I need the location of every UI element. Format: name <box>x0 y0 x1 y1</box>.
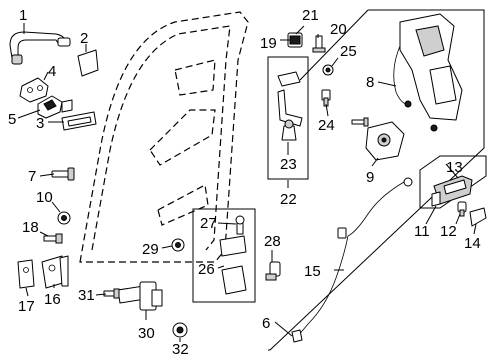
callout-18: 18 <box>22 219 39 236</box>
group-box-22 <box>267 56 309 180</box>
spacer-19 <box>289 35 301 45</box>
trim-cover-14 <box>469 207 487 227</box>
callout-7: 7 <box>28 168 36 185</box>
door-outline <box>79 11 249 263</box>
hinge-bracket-lower <box>221 265 247 295</box>
callout-14: 14 <box>464 235 481 252</box>
door-latch <box>365 121 405 161</box>
striker-bracket <box>277 89 303 127</box>
door-hinge-lower <box>17 259 35 289</box>
callout-11: 11 <box>414 223 430 240</box>
door-hinge-upper <box>41 255 69 289</box>
screw-25 <box>322 64 334 76</box>
callout-29: 29 <box>142 241 159 258</box>
callout-4: 4 <box>48 63 56 80</box>
screw-12 <box>457 201 467 217</box>
callout-20: 20 <box>330 21 347 38</box>
callout-16: 16 <box>44 291 61 308</box>
callout-31: 31 <box>78 287 95 304</box>
callout-23: 23 <box>280 156 297 173</box>
nut-32 <box>172 322 188 338</box>
hinge-bolt-27 <box>235 215 245 235</box>
handle-reinforcement <box>37 95 73 119</box>
callout-21: 21 <box>302 7 319 24</box>
screw-20 <box>312 35 326 53</box>
callout-30: 30 <box>138 325 155 342</box>
nut-10 <box>57 211 71 225</box>
callout-3: 3 <box>36 115 44 132</box>
callout-28: 28 <box>264 233 281 250</box>
inner-handle-box <box>419 155 487 209</box>
bolt-31 <box>103 288 120 299</box>
callout-12: 12 <box>440 223 457 240</box>
bumper-23 <box>281 119 297 141</box>
bolt-29 <box>171 238 185 252</box>
handle-cap <box>77 49 99 77</box>
callout-8: 8 <box>366 74 374 91</box>
striker-plate <box>277 71 301 87</box>
hinge-bracket-upper <box>219 235 247 257</box>
callout-9: 9 <box>366 169 374 186</box>
callout-6: 6 <box>262 315 270 332</box>
inner-door-handle <box>431 175 473 207</box>
callout-10: 10 <box>36 189 53 206</box>
leader-lines <box>17 23 477 342</box>
group-box-26 <box>192 208 256 303</box>
callout-26: 26 <box>198 261 215 278</box>
callout-5: 5 <box>8 111 16 128</box>
bolt-7 <box>51 167 75 181</box>
callout-19: 19 <box>260 35 277 52</box>
handle-bracket <box>19 77 49 103</box>
interior-panel-box-edge <box>299 9 369 81</box>
bolt-18 <box>43 233 63 244</box>
bolt-28 <box>265 261 281 281</box>
callout-25: 25 <box>340 43 357 60</box>
door-check-strap <box>117 281 163 311</box>
callout-13: 13 <box>446 159 463 176</box>
callout-1: 1 <box>19 7 27 24</box>
callout-17: 17 <box>18 298 35 315</box>
callout-24: 24 <box>318 117 335 134</box>
callout-15: 15 <box>304 263 321 280</box>
handle-gasket <box>61 111 97 131</box>
callout-2: 2 <box>80 30 88 47</box>
interior-panel-box <box>268 9 485 351</box>
latch-screw <box>351 117 369 127</box>
release-cable <box>291 177 413 343</box>
callout-32: 32 <box>172 341 189 358</box>
exterior-door-handle <box>9 31 71 65</box>
screw-24 <box>321 89 331 107</box>
door-latch-module <box>393 13 463 132</box>
callout-27: 27 <box>200 215 217 232</box>
callout-22: 22 <box>280 191 297 208</box>
